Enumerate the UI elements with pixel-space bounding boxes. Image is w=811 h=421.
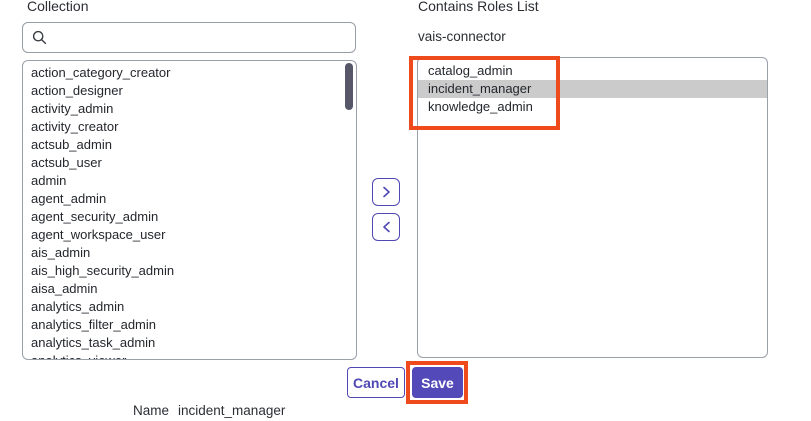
collection-list-item[interactable]: agent_workspace_user [31,227,166,242]
collection-list-item[interactable]: agent_admin [31,191,107,206]
record-name-label: vais-connector [418,29,506,44]
collection-list-item[interactable]: actsub_user [31,155,102,170]
chevron-left-icon [381,221,392,233]
collection-list-item[interactable]: analytics_admin [31,299,125,314]
roles-list-item[interactable]: incident_manager [418,80,767,98]
name-label: Name [133,403,170,418]
collection-list-item[interactable]: action_category_creator [31,65,171,80]
collection-label: Collection [27,0,89,14]
scrollbar-thumb[interactable] [345,63,353,110]
collection-list-item[interactable]: analytics_task_admin [31,335,156,350]
collection-list-item[interactable]: activity_admin [31,101,114,116]
save-button[interactable]: Save [412,367,463,398]
chevron-right-icon [381,186,392,198]
collection-list-item[interactable]: ais_admin [31,245,91,260]
collection-list-item[interactable]: analytics_filter_admin [31,317,157,332]
roles-list-item[interactable]: knowledge_admin [428,99,533,114]
cancel-button[interactable]: Cancel [347,367,405,398]
move-right-button[interactable] [372,178,400,206]
collection-list-item[interactable]: ais_high_security_admin [31,263,175,278]
collection-list-item[interactable]: admin [31,173,67,188]
search-input[interactable] [53,30,355,45]
collection-list-item[interactable]: actsub_admin [31,137,112,152]
collection-list-item[interactable]: analytics_viewer [23,352,356,359]
collection-list-item[interactable]: activity_creator [31,119,119,134]
collection-list-item[interactable]: aisa_admin [31,281,98,296]
roles-list-item[interactable]: catalog_admin [428,63,513,78]
search-icon [32,30,47,45]
collection-list-item[interactable]: agent_security_admin [31,209,159,224]
collection-list-item[interactable]: action_designer [31,83,123,98]
move-left-button[interactable] [372,213,400,241]
name-value: incident_manager [178,403,286,418]
name-row: Name incident_manager [133,403,285,418]
collection-search[interactable] [22,22,356,53]
contains-roles-list-label: Contains Roles List [418,0,539,14]
